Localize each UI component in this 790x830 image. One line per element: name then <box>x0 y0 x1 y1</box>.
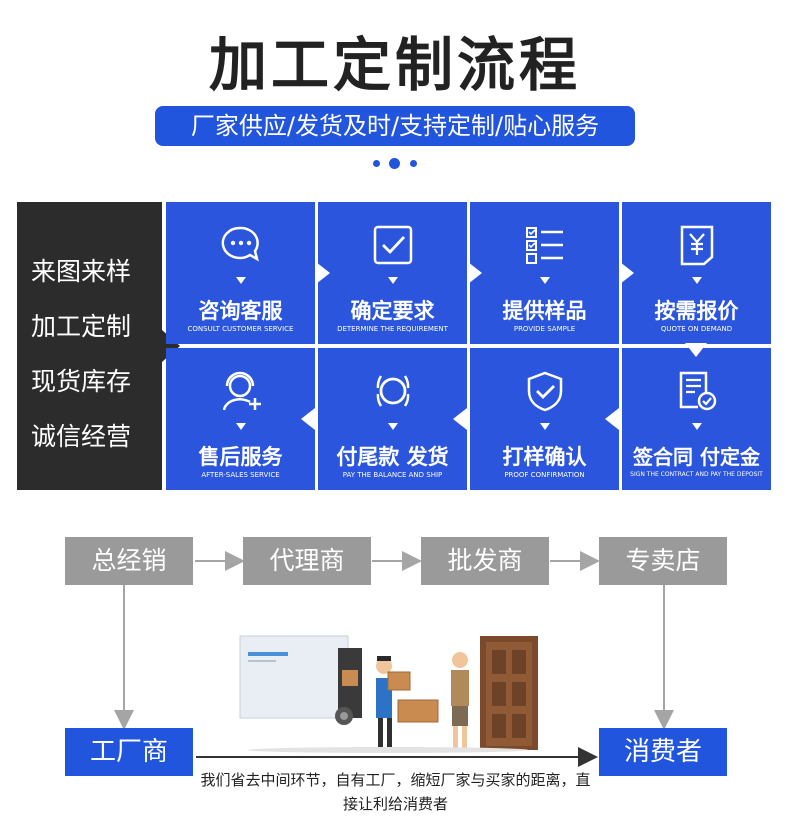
feature-item: 加工定制 <box>31 312 132 341</box>
flow-arrow-left <box>301 408 315 430</box>
feature-item: 现货库存 <box>31 367 132 396</box>
chain-store: 专卖店 <box>599 537 727 585</box>
step-after-sales: 售后服务 AFTER-SALES SERVICE <box>166 348 315 490</box>
consumer-box: 消费者 <box>599 728 727 776</box>
down-arrow <box>539 277 550 284</box>
chain-wholesaler: 批发商 <box>421 537 549 585</box>
step-quote: 按需报价 QUOTE ON DEMAND <box>622 202 771 344</box>
customer-plus-icon <box>222 371 261 411</box>
step-determine: 确定要求 DETERMINE THE REQUIREMENT <box>318 202 467 344</box>
step-subtitle: AFTER-SALES SERVICE <box>201 471 280 479</box>
feature-item: 来图来样 <box>31 257 132 286</box>
chain-agent: 代理商 <box>243 537 371 585</box>
step-subtitle: PAY THE BALANCE AND SHIP <box>342 471 443 479</box>
step-title: 付尾款 发货 <box>336 445 449 469</box>
feature-item: 诚信经营 <box>31 422 132 451</box>
down-arrow <box>387 277 398 284</box>
step-subtitle: CONSULT CUSTOMER SERVICE <box>187 325 294 333</box>
down-arrow <box>235 423 246 430</box>
flow-arrow-right <box>468 262 482 284</box>
step-subtitle: PROOF CONFIRMATION <box>504 471 585 479</box>
step-subtitle: SIGN THE CONTRACT AND PAY THE DEPOSIT <box>630 471 763 478</box>
step-title: 按需报价 <box>654 299 739 323</box>
down-arrow <box>691 423 702 430</box>
checkbox-icon <box>373 225 412 265</box>
down-arrow <box>539 423 550 430</box>
flow-arrow-right <box>316 262 330 284</box>
feature-list-panel: 来图来样 加工定制 现货库存 诚信经营 <box>17 202 162 490</box>
price-tag-icon <box>680 225 713 266</box>
step-sample: 提供样品 PROVIDE SAMPLE <box>470 202 619 344</box>
step-consult: 咨询客服 CONSULT CUSTOMER SERVICE <box>166 202 315 344</box>
flow-arrow-left <box>605 408 619 430</box>
down-arrow <box>235 277 246 284</box>
down-arrow <box>691 277 702 284</box>
delivery-illustration <box>239 635 538 753</box>
step-title: 确定要求 <box>350 299 435 323</box>
flow-arrow-left <box>453 408 467 430</box>
down-arrow <box>387 423 398 430</box>
factory-box: 工厂商 <box>65 728 193 776</box>
step-contract: 签合同 付定金 SIGN THE CONTRACT AND PAY THE DE… <box>622 348 771 490</box>
step-title: 咨询客服 <box>198 299 283 323</box>
contract-check-icon <box>679 371 716 411</box>
checklist-icon <box>525 227 563 264</box>
step-title: 提供样品 <box>502 299 587 323</box>
step-title: 售后服务 <box>198 445 283 469</box>
step-subtitle: DETERMINE THE REQUIREMENT <box>337 325 448 333</box>
shield-check-icon <box>527 371 562 412</box>
decorative-dots <box>373 158 417 170</box>
step-title: 签合同 付定金 <box>633 445 760 469</box>
step-proof: 打样确认 PROOF CONFIRMATION <box>470 348 619 490</box>
step-subtitle: QUOTE ON DEMAND <box>660 325 733 333</box>
ring-icon <box>376 375 409 407</box>
step-subtitle: PROVIDE SAMPLE <box>513 325 576 333</box>
flow-arrow-down <box>685 343 707 357</box>
page-title: 加工定制流程 <box>208 31 581 99</box>
chat-bubble-icon <box>221 226 259 262</box>
flow-arrow-right <box>620 262 634 284</box>
step-pay-ship: 付尾款 发货 PAY THE BALANCE AND SHIP <box>318 348 467 490</box>
subtitle-banner: 厂家供应/发货及时/支持定制/贴心服务 <box>155 106 635 146</box>
chain-general-distributor: 总经销 <box>65 537 193 585</box>
step-title: 打样确认 <box>502 445 587 469</box>
caption-text: 我们省去中间环节，自有工厂，缩短厂家与买家的距离，直接让利给消费者 <box>200 771 591 813</box>
